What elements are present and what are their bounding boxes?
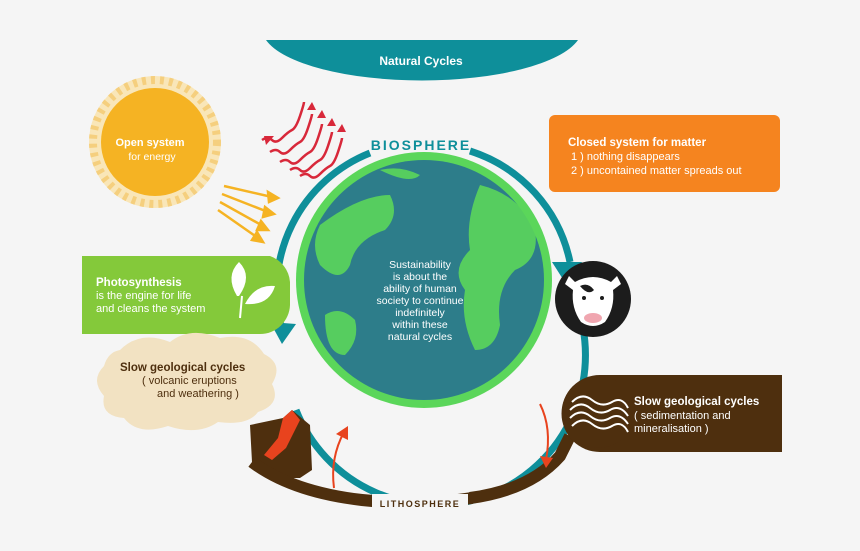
sunlight-arrows-icon	[217, 184, 281, 244]
lithosphere-label: LITHOSPHERE	[380, 499, 461, 509]
heat-radiation-icon	[261, 101, 344, 179]
slow-cycles-left-cloud: Slow geological cycles ( volcanic erupti…	[97, 332, 277, 431]
lithosphere-band: LITHOSPHERE	[372, 433, 576, 510]
slow-cycles-left-line2: and weathering )	[157, 388, 239, 400]
earth-text-line: is about the	[393, 271, 447, 283]
arrow-down-icon	[540, 456, 553, 468]
header-banner: Natural Cycles	[266, 40, 578, 81]
earth-text: Sustainability is about the ability of h…	[377, 259, 464, 343]
sediment-layers-icon	[569, 395, 629, 433]
heat-arrowheads	[264, 102, 346, 145]
photosynthesis-line2: and cleans the system	[96, 303, 205, 315]
leaf-icon	[231, 262, 275, 319]
sun-title: Open system	[115, 137, 184, 149]
earth-text-line: natural cycles	[388, 331, 452, 343]
closed-system-title: Closed system for matter	[568, 137, 707, 149]
slow-cycles-left-title: Slow geological cycles	[120, 362, 245, 374]
slow-cycles-right-title: Slow geological cycles	[634, 396, 759, 408]
slow-cycles-right-line2: mineralisation )	[634, 423, 709, 435]
earth-text-line: Sustainability	[389, 259, 452, 271]
slow-cycles-right-line1: ( sedimentation and	[634, 410, 731, 422]
closed-system-box: Closed system for matter 1 ) nothing dis…	[549, 115, 780, 192]
header-title: Natural Cycles	[379, 54, 463, 68]
biosphere-label: BIOSPHERE	[371, 137, 471, 153]
earth-text-line: indefinitely	[395, 307, 445, 319]
photosynthesis-box: Photosynthesis is the engine for life an…	[82, 256, 290, 335]
closed-system-line2: 2 ) uncontained matter spreads out	[571, 165, 742, 177]
earth-text-line: ability of human	[383, 283, 457, 295]
photosynthesis-title: Photosynthesis	[96, 277, 182, 289]
earth-globe	[296, 152, 552, 408]
closed-system-line1: 1 ) nothing disappears	[571, 151, 680, 163]
earth-text-line: within these	[391, 319, 448, 331]
sun-subtitle: for energy	[128, 151, 176, 163]
photosynthesis-line1: is the engine for life	[96, 290, 191, 302]
lithosphere-arrows	[332, 403, 549, 489]
arrow-up-icon	[336, 426, 348, 440]
slow-cycles-right-box: Slow geological cycles ( sedimentation a…	[561, 375, 782, 452]
sun: Open system for energy	[89, 76, 221, 208]
earth-text-line: society to continue	[377, 295, 464, 307]
cow-icon	[555, 261, 631, 337]
slow-cycles-left-line1: ( volcanic eruptions	[142, 375, 237, 387]
